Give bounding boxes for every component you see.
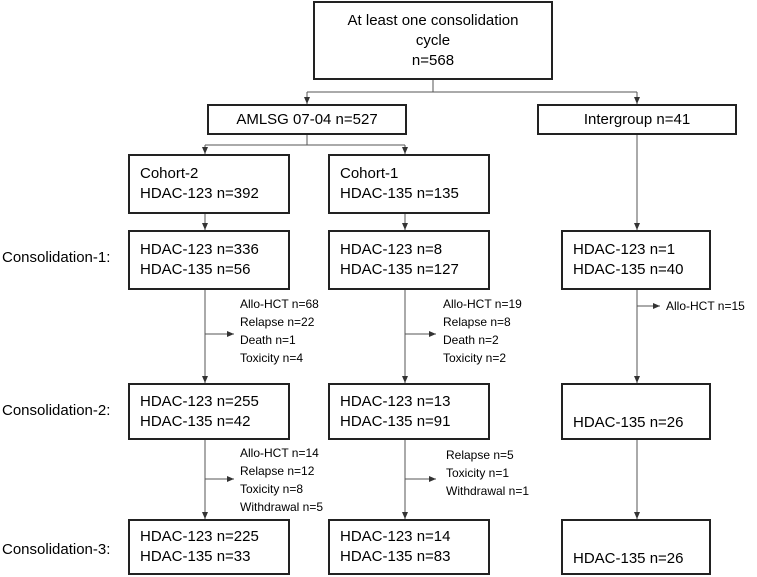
cohort2-line-1: Cohort-2	[140, 165, 199, 182]
root-line-1: At least one consolidation	[347, 11, 519, 29]
c3-cohort2-line-2: HDAC-135 n=33	[140, 548, 251, 565]
amlsg-box: AMLSG 07-04 n=527	[207, 104, 407, 135]
consolidation-3-label: Consolidation-3:	[2, 541, 111, 558]
exclusion-line: Withdrawal n=5	[240, 500, 324, 514]
exclusion-line: Allo-HCT n=68	[240, 297, 319, 311]
intergroup-box: Intergroup n=41	[537, 104, 737, 135]
intergroup-label: Intergroup n=41	[583, 110, 691, 128]
c1-cohort2-box: HDAC-123 n=336 HDAC-135 n=56	[128, 230, 290, 290]
root-line-2: cycle	[415, 31, 451, 49]
c3-cohort1-line-2: HDAC-135 n=83	[340, 548, 451, 565]
c3-cohort1-line-1: HDAC-123 n=14	[340, 528, 451, 545]
exclusion-line: Toxicity n=8	[240, 482, 304, 496]
c3-intergroup-line-1: HDAC-135 n=26	[573, 550, 684, 567]
c2-cohort1-line-2: HDAC-135 n=91	[340, 412, 451, 430]
exclusion-line: Relapse n=8	[443, 315, 511, 329]
consolidation-1-label: Consolidation-1:	[2, 249, 111, 266]
exclusion-line: Withdrawal n=1	[446, 484, 530, 498]
c1-intergroup-line-1: HDAC-123 n=1	[573, 241, 676, 258]
exclusion-line: Relapse n=12	[240, 464, 315, 478]
c2-cohort1-box: HDAC-123 n=13 HDAC-135 n=91	[328, 383, 490, 440]
exclusion-line: Death n=2	[443, 333, 499, 347]
c3-cohort2-box: HDAC-123 n=225 HDAC-135 n=33	[128, 519, 290, 575]
c3-cohort2-line-1: HDAC-123 n=225	[140, 528, 259, 545]
c1-intergroup-line-2: HDAC-135 n=40	[573, 261, 684, 278]
c3-cohort1-box: HDAC-123 n=14 HDAC-135 n=83	[328, 519, 490, 575]
exclusion-line: Allo-HCT n=15	[666, 299, 745, 313]
c2-cohort2-line-1: HDAC-123 n=255	[140, 392, 259, 410]
c2-intergroup-line-1: HDAC-135 n=26	[573, 414, 684, 431]
c2-cohort1-line-1: HDAC-123 n=13	[340, 392, 451, 410]
exclusion-line: Toxicity n=4	[240, 351, 304, 365]
c1-intergroup-box: HDAC-123 n=1 HDAC-135 n=40	[561, 230, 711, 290]
exclusion-line: Death n=1	[240, 333, 296, 347]
exclusion-line: Toxicity n=2	[443, 351, 507, 365]
cohort1-line-2: HDAC-135 n=135	[340, 185, 459, 202]
exclusion-c1-c2-intergroup: Allo-HCT n=15	[666, 297, 745, 315]
exclusion-c2-c3-cohort2: Allo-HCT n=14 Relapse n=12 Toxicity n=8 …	[240, 444, 323, 516]
root-box: At least one consolidation cycle n=568	[313, 1, 553, 80]
consolidation-2-label: Consolidation-2:	[2, 402, 111, 419]
root-line-3: n=568	[411, 51, 455, 69]
exclusion-line: Toxicity n=1	[446, 466, 510, 480]
c1-cohort2-line-1: HDAC-123 n=336	[140, 241, 259, 258]
exclusion-c1-c2-cohort1: Allo-HCT n=19 Relapse n=8 Death n=2 Toxi…	[443, 295, 522, 367]
cohort2-line-2: HDAC-123 n=392	[140, 185, 259, 202]
c2-cohort2-line-2: HDAC-135 n=42	[140, 412, 251, 430]
c2-intergroup-box: HDAC-135 n=26	[561, 383, 711, 440]
c3-intergroup-box: HDAC-135 n=26	[561, 519, 711, 575]
c2-cohort2-box: HDAC-123 n=255 HDAC-135 n=42	[128, 383, 290, 440]
exclusion-line: Allo-HCT n=19	[443, 297, 522, 311]
exclusion-line: Allo-HCT n=14	[240, 446, 319, 460]
exclusion-line: Relapse n=22	[240, 315, 315, 329]
exclusion-c1-c2-cohort2: Allo-HCT n=68 Relapse n=22 Death n=1 Tox…	[240, 295, 319, 367]
cohort1-box: Cohort-1 HDAC-135 n=135	[328, 154, 490, 214]
amlsg-label: AMLSG 07-04 n=527	[236, 110, 378, 128]
cohort2-box: Cohort-2 HDAC-123 n=392	[128, 154, 290, 214]
c1-cohort1-box: HDAC-123 n=8 HDAC-135 n=127	[328, 230, 490, 290]
exclusion-line: Relapse n=5	[446, 448, 514, 462]
c1-cohort1-line-2: HDAC-135 n=127	[340, 261, 459, 278]
exclusion-c2-c3-cohort1: Relapse n=5 Toxicity n=1 Withdrawal n=1	[446, 446, 529, 500]
c1-cohort1-line-1: HDAC-123 n=8	[340, 241, 443, 258]
cohort1-line-1: Cohort-1	[340, 165, 399, 182]
c1-cohort2-line-2: HDAC-135 n=56	[140, 261, 251, 278]
